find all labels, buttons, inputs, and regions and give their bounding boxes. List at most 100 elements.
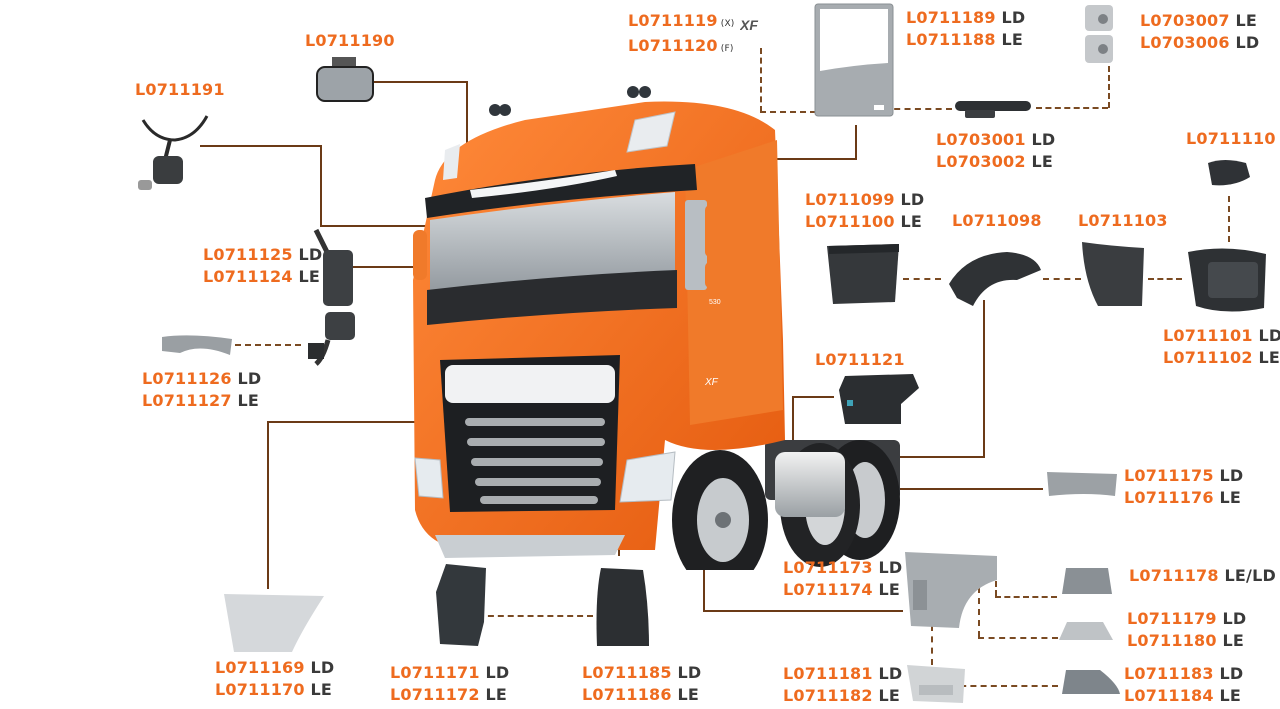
part-side: LD	[1258, 326, 1280, 345]
connector-dashed	[478, 615, 593, 617]
connector-line	[792, 396, 794, 456]
step-plate-middle-image	[1057, 620, 1115, 642]
part-note: (F)	[720, 44, 734, 54]
connector-dashed	[760, 48, 762, 112]
connector-dashed	[1148, 278, 1182, 280]
part-side: LD	[237, 369, 262, 388]
part-code: L0711101	[1163, 326, 1253, 345]
part-code: L0711127	[142, 391, 232, 410]
connector-line	[781, 488, 1043, 490]
door-lock-image	[1085, 5, 1115, 63]
part-label-l0703007: L0703007 LE L0703006 LD	[1140, 10, 1259, 54]
part-code: L0711103	[1078, 211, 1168, 230]
connector-dashed	[995, 572, 997, 596]
part-label-l0711119: L0711119(X) L0711120(F)	[628, 10, 735, 60]
part-side: LE	[878, 686, 901, 705]
connector-dashed	[235, 344, 301, 346]
part-code: L0711184	[1124, 686, 1214, 705]
splash-guard-image	[434, 562, 488, 648]
connector-line	[983, 300, 985, 457]
part-label-l0711179: L0711179 LD L0711180 LE	[1127, 608, 1246, 652]
bumper-corner-image	[222, 590, 326, 654]
part-side: LE	[677, 685, 700, 704]
part-code: L0711191	[135, 80, 225, 99]
part-side: LD	[1222, 609, 1247, 628]
connector-line	[855, 125, 857, 159]
svg-text:XF: XF	[740, 17, 758, 33]
part-code: L0711188	[906, 30, 996, 49]
part-code: L0711178	[1129, 566, 1219, 585]
part-code: L0711189	[906, 8, 996, 27]
part-side: LD	[878, 558, 903, 577]
part-label-l0711191: L0711191	[135, 79, 225, 101]
part-code: L0711173	[783, 558, 873, 577]
part-side: LE	[485, 685, 508, 704]
part-code: L0711102	[1163, 348, 1253, 367]
connector-dashed	[903, 278, 941, 280]
part-side: LE	[298, 267, 321, 286]
part-label-l0711181: L0711181 LD L0711182 LE	[783, 663, 902, 707]
connector-dashed	[1036, 107, 1108, 109]
part-side: LD	[878, 664, 903, 683]
part-side: LE	[1031, 152, 1054, 171]
part-side: LD	[310, 658, 335, 677]
lower-step-housing-image	[905, 663, 969, 705]
part-label-l0711101: L0711101 LD L0711102 LE	[1163, 325, 1280, 369]
part-code: L0711190	[305, 31, 395, 50]
mudguard-bracket-image	[1186, 244, 1268, 314]
main-mirror-image	[308, 228, 358, 368]
connector-line	[703, 610, 903, 612]
truck-illustration: XF 530	[405, 80, 905, 570]
cab-badge: 530	[709, 299, 721, 306]
connector-dashed	[1108, 66, 1110, 108]
part-side: LD	[1219, 466, 1244, 485]
part-code: L0703007	[1140, 11, 1230, 30]
part-label-l0711103: L0711103	[1078, 210, 1168, 232]
part-note: (X)	[720, 19, 735, 29]
connector-dashed	[950, 685, 1058, 687]
part-label-l0711190: L0711190	[305, 30, 395, 52]
part-code: L0711100	[805, 212, 895, 231]
part-side: LE	[1258, 348, 1280, 367]
wheel-arch-liner-image	[593, 566, 651, 648]
part-code: L0711170	[215, 680, 305, 699]
connector-line	[792, 396, 834, 398]
part-code: L0711124	[203, 267, 293, 286]
step-housing-image	[903, 550, 999, 630]
part-side: LE	[1001, 30, 1024, 49]
part-label-l0711171: L0711171 LD L0711172 LE	[390, 662, 509, 706]
connector-dashed	[995, 596, 1057, 598]
part-side: LE	[900, 212, 923, 231]
part-side: LE	[1219, 686, 1242, 705]
part-code: L0711186	[582, 685, 672, 704]
part-side: LE	[310, 680, 333, 699]
connector-line	[267, 421, 269, 589]
part-code: L0711175	[1124, 466, 1214, 485]
part-side: LE	[237, 391, 260, 410]
mudguard-rear-image	[1080, 240, 1146, 308]
part-code: L0711180	[1127, 631, 1217, 650]
connector-line	[733, 158, 857, 160]
part-label-l0711110: L0711110	[1186, 128, 1276, 150]
side-skirt-image	[1045, 470, 1119, 498]
part-label-l0711185: L0711185 LD L0711186 LE	[582, 662, 701, 706]
part-code: L0711099	[805, 190, 895, 209]
xf-logo-icon: XF	[740, 17, 780, 33]
part-code: L0711120	[628, 36, 718, 55]
part-label-l0711121: L0711121	[815, 349, 905, 371]
part-code: L0711125	[203, 245, 293, 264]
part-label-l0711125: L0711125 LD L0711124 LE	[203, 244, 322, 288]
step-plate-bottom-image	[1060, 668, 1122, 698]
part-code: L0711179	[1127, 609, 1217, 628]
mirror-cover-image	[160, 333, 234, 359]
mudguard-front-image	[825, 242, 901, 306]
part-code: L0711176	[1124, 488, 1214, 507]
part-label-l0711175: L0711175 LD L0711176 LE	[1124, 465, 1243, 509]
fender-cap-image	[1204, 157, 1250, 187]
connector-line	[898, 456, 985, 458]
connector-line	[320, 145, 322, 227]
door-badge: XF	[704, 377, 719, 388]
part-code: L0711098	[952, 211, 1042, 230]
mudguard-center-image	[947, 248, 1043, 308]
part-side: LE	[1235, 11, 1258, 30]
